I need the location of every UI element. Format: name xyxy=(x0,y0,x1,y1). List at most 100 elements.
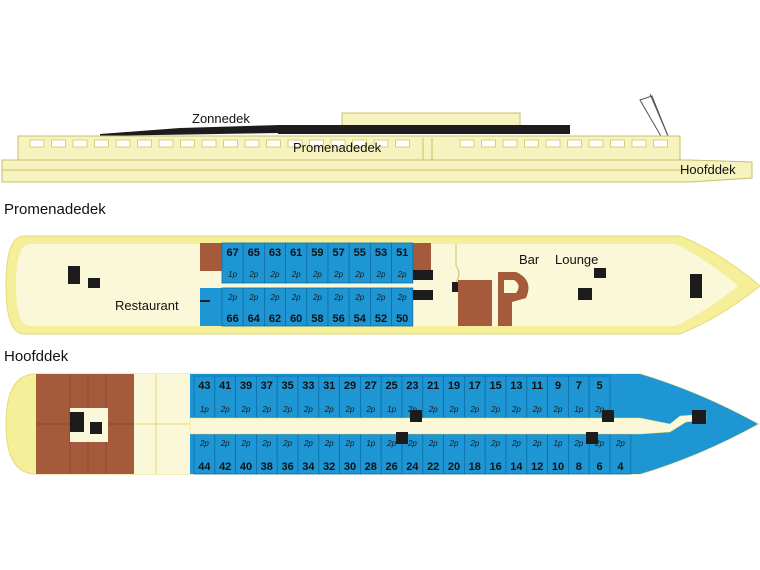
label-bar: Bar xyxy=(519,252,540,267)
cabin-number: 16 xyxy=(489,461,501,473)
cabin-number: 33 xyxy=(302,380,314,392)
cabin-capacity: 2p xyxy=(407,405,417,414)
cabin[interactable]: 82p xyxy=(568,433,590,475)
cabin-number: 58 xyxy=(311,313,323,325)
side-window xyxy=(94,139,109,148)
cabin-capacity: 2p xyxy=(386,439,396,448)
cabin-number: 39 xyxy=(240,380,252,392)
cabin-capacity: 2p xyxy=(333,293,343,302)
side-window xyxy=(373,139,389,148)
cabin-number: 41 xyxy=(219,380,231,392)
cabin-capacity: 2p xyxy=(220,405,230,414)
cabin-number: 24 xyxy=(406,461,419,473)
cabin[interactable]: 42p xyxy=(609,433,632,475)
hoofddek-plan: 431p412p392p372p352p332p312p292p272p251p… xyxy=(5,373,760,475)
bar-counter xyxy=(458,280,492,326)
side-window xyxy=(115,139,131,148)
side-windows xyxy=(29,139,668,148)
title-promenadedek: Promenadedek xyxy=(4,201,106,218)
cabin-capacity: 2p xyxy=(397,293,407,302)
column-block xyxy=(690,274,702,298)
label-zonnedek: Zonnedek xyxy=(192,111,250,126)
cabin[interactable]: 52p xyxy=(588,375,611,419)
cabin-number: 34 xyxy=(302,461,315,473)
promenadedek-floor xyxy=(16,244,738,326)
cabin-number: 67 xyxy=(226,247,238,259)
cabin[interactable]: 41 2p xyxy=(214,375,237,419)
cabin-number: 42 xyxy=(219,461,231,473)
side-view: Zonnedek Promenadedek Hoofddek xyxy=(1,93,753,183)
cabin-number: 29 xyxy=(344,380,356,392)
hoofddek-top-cabins: 431p412p392p372p352p332p312p292p272p251p… xyxy=(193,375,611,419)
cabin-capacity: 2p xyxy=(303,439,313,448)
cabin-capacity: 2p xyxy=(511,405,521,414)
cabin-number: 31 xyxy=(323,380,335,392)
bar-shape-inner xyxy=(504,280,519,293)
side-window xyxy=(137,139,152,148)
cabin-number: 8 xyxy=(576,461,582,473)
stair-block xyxy=(396,432,408,444)
main-hull xyxy=(1,159,753,183)
cabin-number: 27 xyxy=(365,380,377,392)
side-window xyxy=(266,139,281,148)
cabin-number: 22 xyxy=(427,461,439,473)
cabin-capacity: 2p xyxy=(449,439,459,448)
cabin[interactable]: 92p xyxy=(547,375,569,419)
cabin[interactable]: 34 2p xyxy=(297,433,320,475)
column-block xyxy=(200,300,210,302)
stair-block xyxy=(692,410,706,424)
column-block xyxy=(578,288,592,300)
cabin[interactable]: 71p xyxy=(568,375,590,419)
